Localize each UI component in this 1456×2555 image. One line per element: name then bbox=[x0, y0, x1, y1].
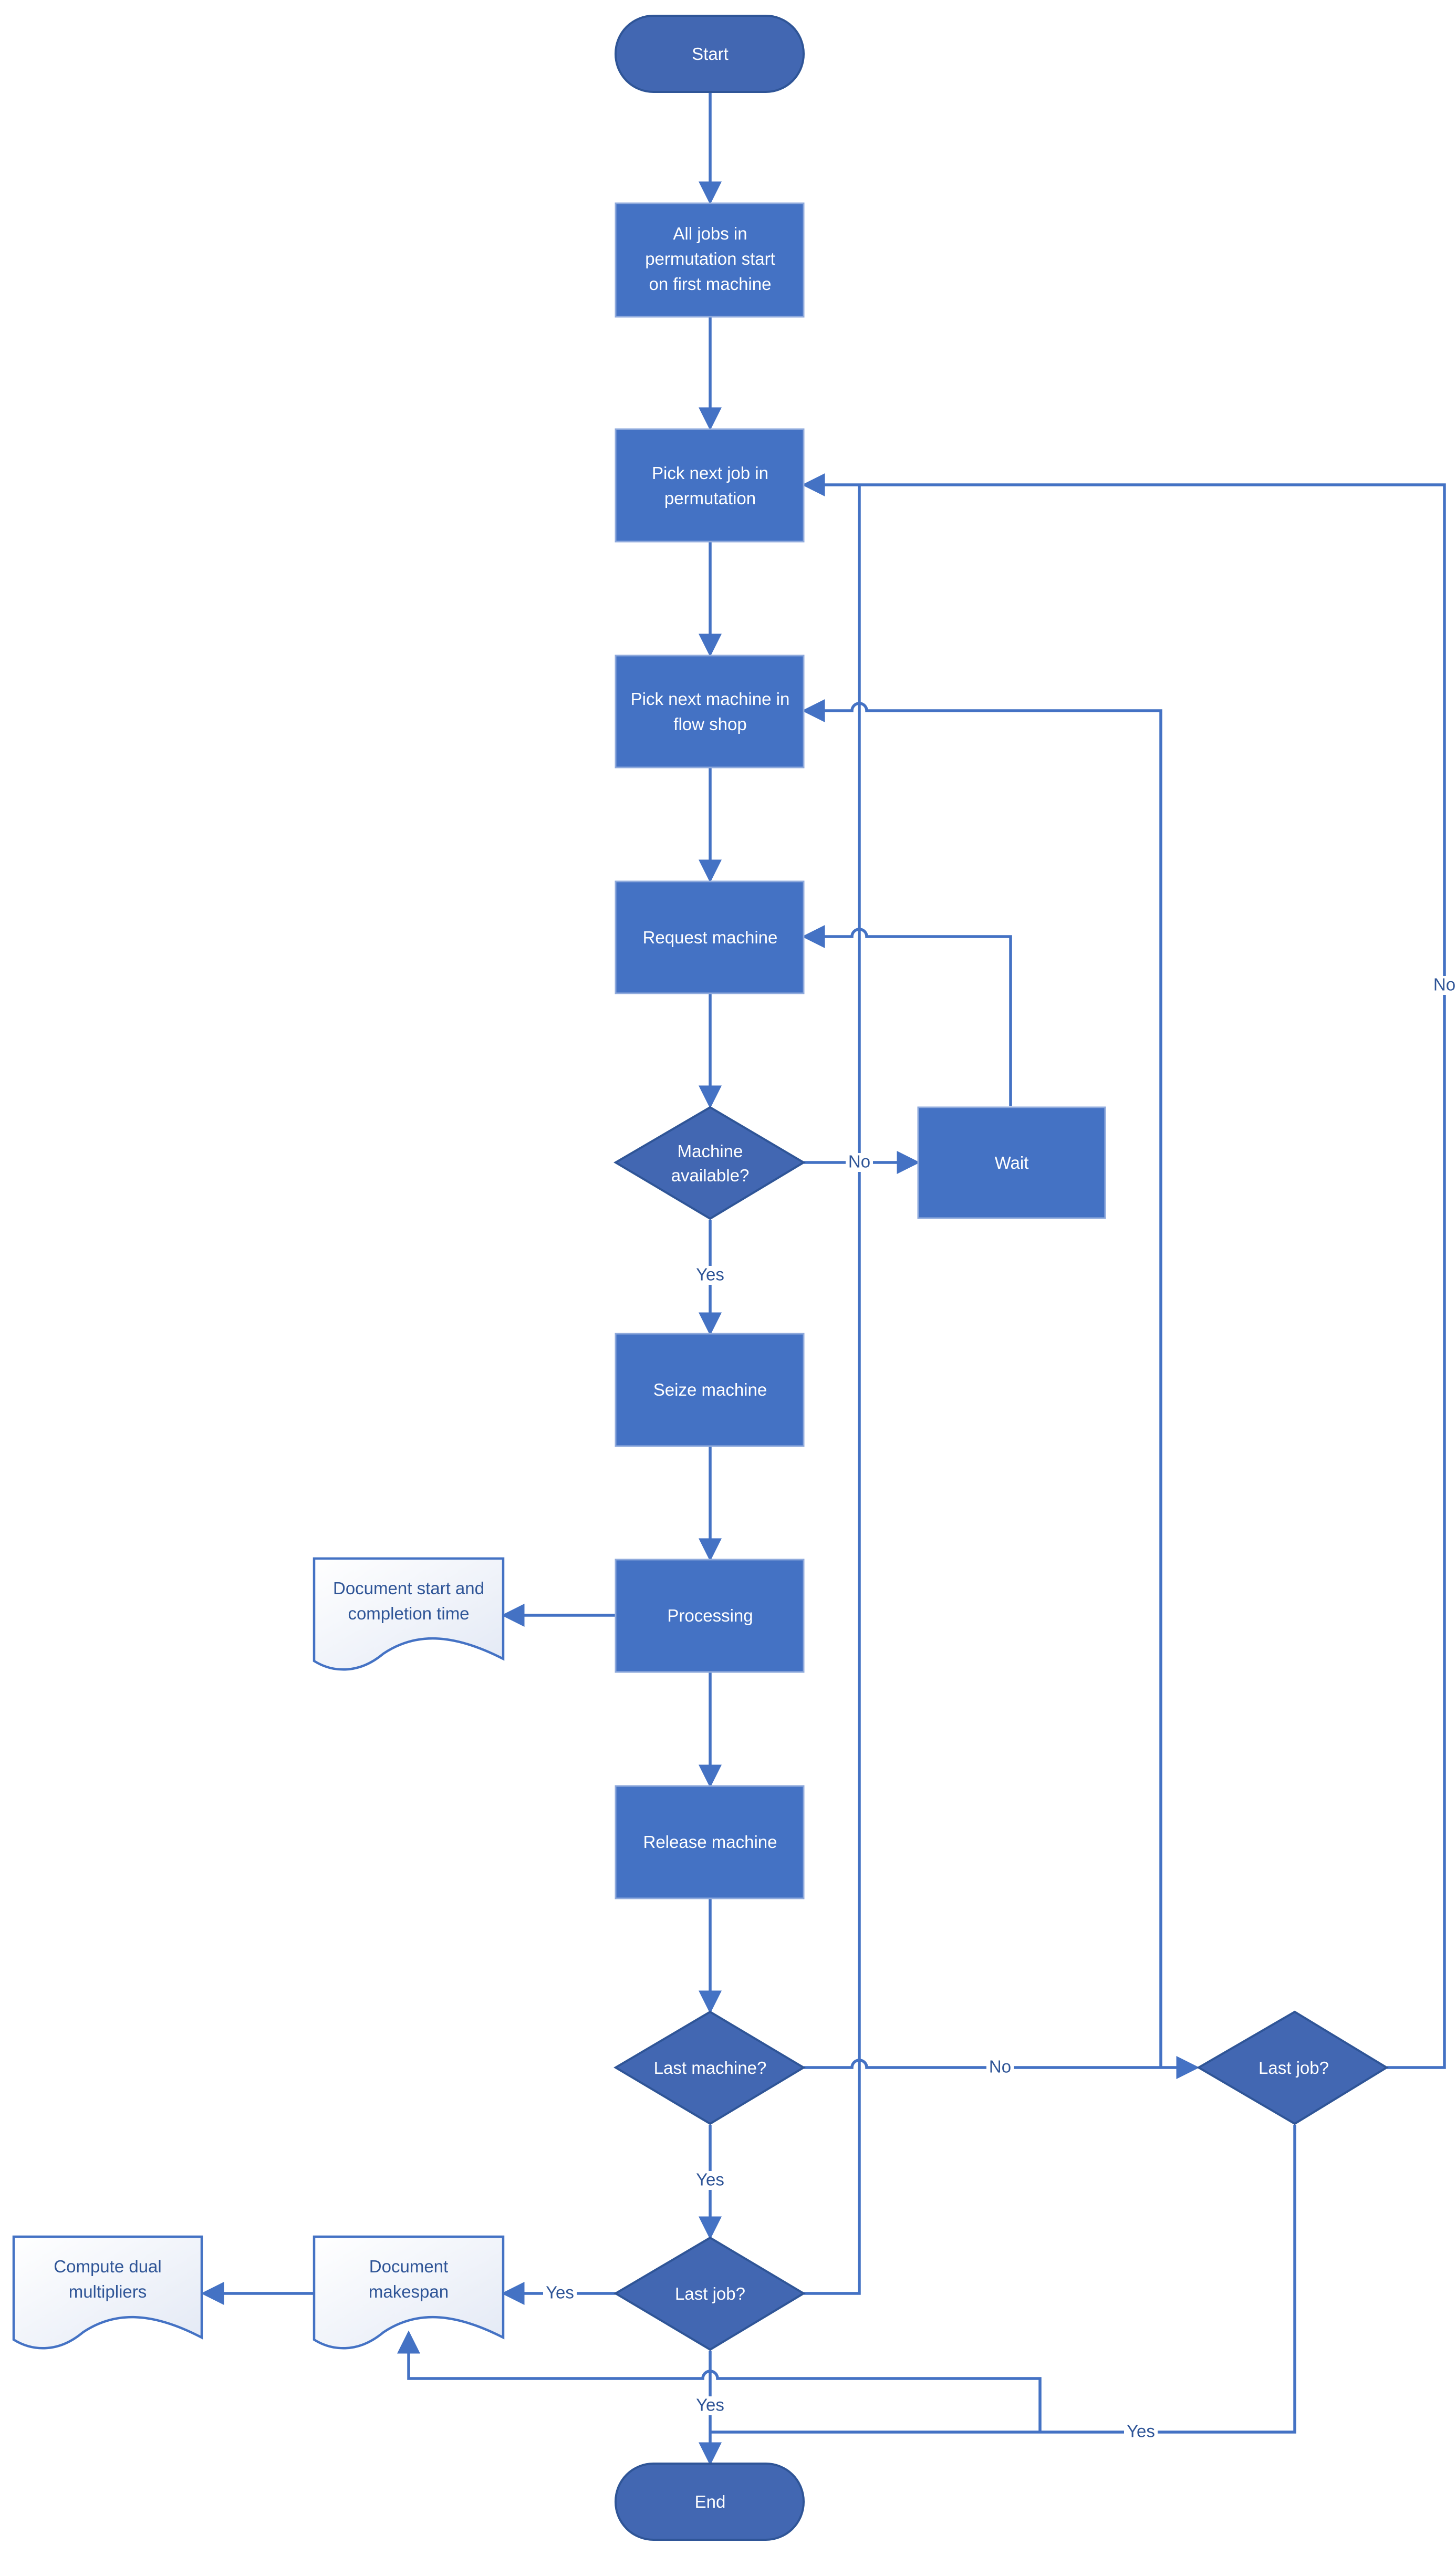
last-machine-decision: Last machine? bbox=[613, 2010, 806, 2125]
pick-machine-line-1: Pick next machine in bbox=[631, 689, 790, 709]
all-jobs-line-3: on first machine bbox=[649, 274, 772, 294]
edge-label-last-job-bottom-yes-down: Yes bbox=[696, 2395, 724, 2415]
makespan-line-2: makespan bbox=[369, 2282, 449, 2301]
edge-label-last-job-right-no: No bbox=[1433, 975, 1455, 994]
request-machine-box: Request machine bbox=[615, 880, 805, 994]
start-label: Start bbox=[692, 44, 729, 64]
pick-next-job-box: Pick next job in permutation bbox=[615, 428, 805, 543]
release-machine-label: Release machine bbox=[643, 1832, 777, 1852]
processing-label: Processing bbox=[667, 1606, 753, 1625]
last-job-bottom-label: Last job? bbox=[675, 2284, 745, 2303]
all-jobs-line-1: All jobs in bbox=[673, 224, 747, 243]
wait-box: Wait bbox=[917, 1106, 1106, 1219]
edge-loop-to-makespan bbox=[397, 2330, 1042, 2432]
all-jobs-start-box: All jobs in permutation start on first m… bbox=[615, 202, 805, 318]
seize-machine-label: Seize machine bbox=[653, 1380, 767, 1399]
edge-last-job-bottom-to-pick-job bbox=[804, 485, 861, 2295]
edge-label-available-no: No bbox=[848, 1152, 870, 1171]
doc-compute-dual: Compute dual multipliers bbox=[12, 2235, 203, 2350]
pick-next-machine-box: Pick next machine in flow shop bbox=[615, 655, 805, 768]
start-terminator: Start bbox=[615, 15, 805, 93]
edge-labels: No Yes No Yes No Yes Yes Yes bbox=[543, 975, 1456, 2442]
processing-box: Processing bbox=[615, 1559, 805, 1673]
edge-label-available-yes: Yes bbox=[696, 1265, 724, 1284]
last-machine-label: Last machine? bbox=[654, 2058, 767, 2078]
pick-job-line-1: Pick next job in bbox=[652, 463, 768, 483]
edge-label-last-job-bottom-yes-left: Yes bbox=[546, 2283, 574, 2302]
edge-last-job-right-yes-to-end bbox=[710, 2125, 1296, 2434]
edge-label-last-job-right-yes: Yes bbox=[1127, 2422, 1155, 2441]
release-machine-box: Release machine bbox=[615, 1785, 805, 1899]
seize-machine-box: Seize machine bbox=[615, 1333, 805, 1447]
compute-dual-line-1: Compute dual bbox=[54, 2257, 161, 2276]
pick-job-line-2: permutation bbox=[664, 489, 756, 508]
machine-available-decision: Machine available? bbox=[613, 1106, 806, 1220]
doc-start-line-2: completion time bbox=[348, 1604, 469, 1623]
end-label: End bbox=[695, 2492, 726, 2511]
available-line-2: available? bbox=[671, 1166, 750, 1185]
last-job-right-label: Last job? bbox=[1259, 2058, 1329, 2078]
pick-machine-line-2: flow shop bbox=[673, 714, 746, 734]
edge-label-last-machine-no: No bbox=[989, 2057, 1011, 2076]
wait-label: Wait bbox=[995, 1153, 1029, 1172]
edge-wait-to-request bbox=[802, 925, 1012, 1106]
last-job-bottom-decision: Last job? bbox=[613, 2236, 806, 2351]
request-machine-label: Request machine bbox=[643, 928, 778, 947]
doc-start-completion: Document start and completion time bbox=[313, 1557, 505, 1671]
doc-start-line-1: Document start and bbox=[333, 1578, 484, 1598]
edge-label-last-machine-yes: Yes bbox=[696, 2170, 724, 2189]
last-job-right-decision: Last job? bbox=[1197, 2010, 1389, 2125]
connectors bbox=[201, 92, 1446, 2466]
end-terminator: End bbox=[615, 2463, 805, 2541]
compute-dual-line-2: multipliers bbox=[69, 2282, 147, 2301]
edge-last-job-right-outer-to-pick-job bbox=[802, 473, 1446, 2069]
makespan-line-1: Document bbox=[369, 2257, 448, 2276]
doc-makespan: Document makespan bbox=[313, 2235, 505, 2350]
available-line-1: Machine bbox=[678, 1141, 743, 1161]
all-jobs-line-2: permutation start bbox=[645, 249, 775, 268]
